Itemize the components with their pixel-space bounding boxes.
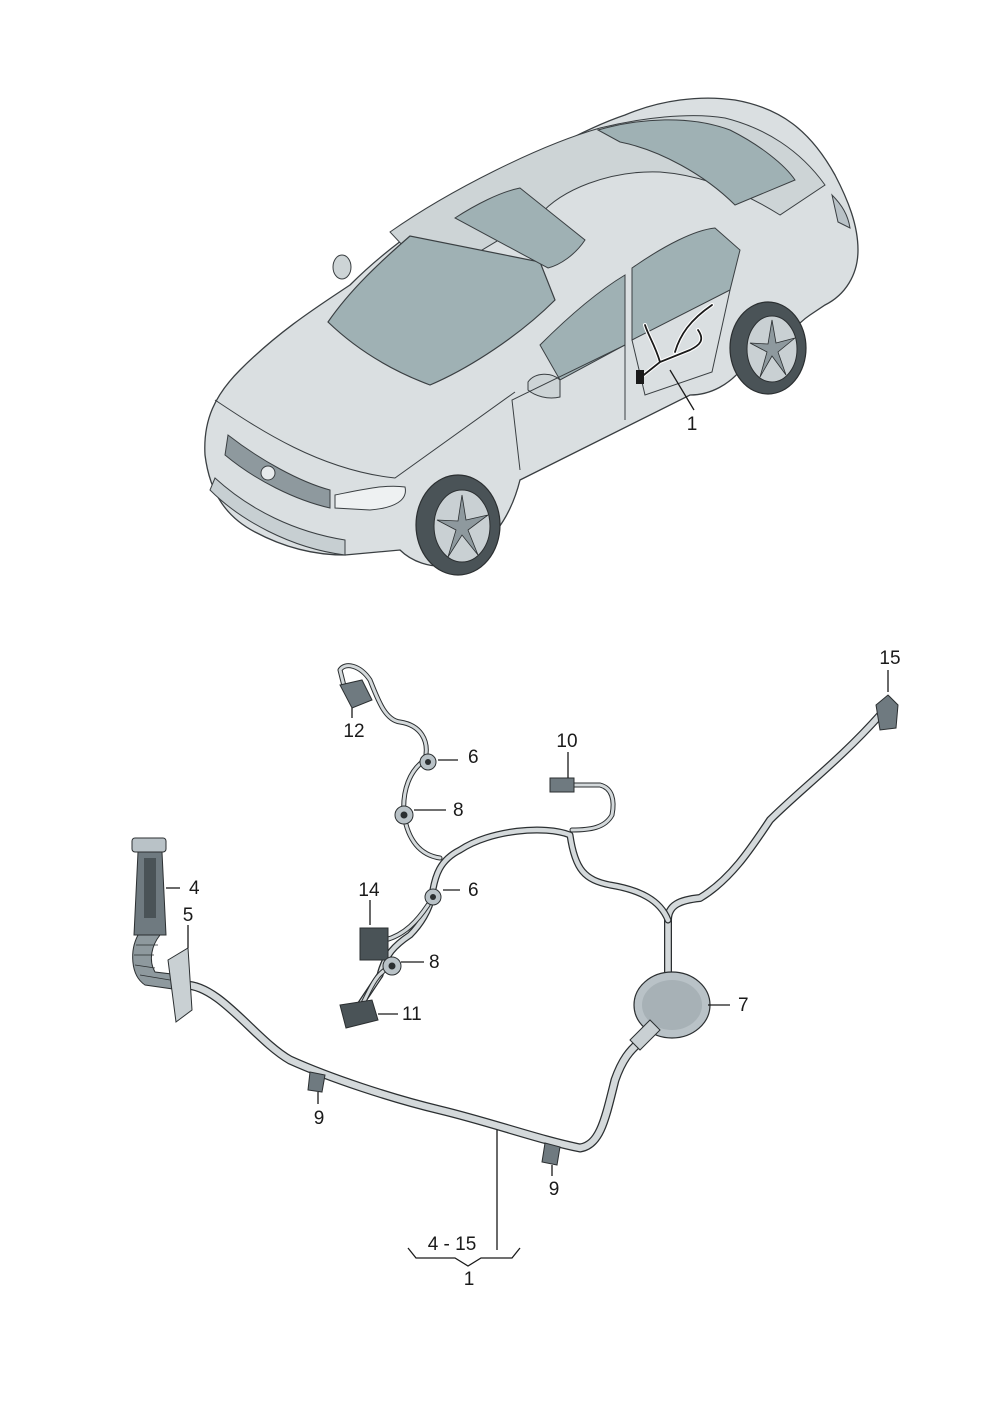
part-9-clip-right xyxy=(541,1142,561,1166)
branch-to-14 xyxy=(382,902,431,943)
part-11-connector xyxy=(339,999,379,1029)
callout-7: 7 xyxy=(738,995,749,1016)
callout-9-right: 9 xyxy=(549,1179,560,1200)
grille xyxy=(224,434,331,509)
front-side-window xyxy=(539,274,626,381)
callout-1-car: 1 xyxy=(687,414,698,435)
rear-window xyxy=(596,119,796,206)
part-9-clip-left xyxy=(307,1071,326,1093)
tail-light xyxy=(831,193,851,229)
callout-4: 4 xyxy=(189,878,200,899)
rear-wheel xyxy=(729,301,807,395)
branch-to-10 xyxy=(567,782,616,833)
callout-6-mid: 6 xyxy=(468,880,479,901)
branch-to-15 xyxy=(664,711,884,984)
callout-11: 11 xyxy=(402,1004,422,1025)
front-bumper xyxy=(209,477,346,556)
callout-1-bottom: 1 xyxy=(464,1269,475,1290)
headlight xyxy=(334,485,406,511)
part-10-connector xyxy=(549,777,575,793)
wiring-harness xyxy=(131,663,899,1166)
left-mirror xyxy=(332,254,352,280)
callout-8-mid: 8 xyxy=(429,952,440,973)
part-7-grommet-boot xyxy=(629,971,711,1051)
brand-emblem xyxy=(260,465,276,481)
callout-15: 15 xyxy=(879,648,900,669)
callout-5: 5 xyxy=(183,905,194,926)
callout-12: 12 xyxy=(343,721,364,742)
windshield xyxy=(327,235,556,386)
part-5-grommet-sleeve xyxy=(132,934,193,1023)
callout-6-top: 6 xyxy=(468,747,479,768)
part-12-connector xyxy=(339,679,373,709)
sunroof xyxy=(454,187,586,269)
callout-range: 4 - 15 xyxy=(428,1234,477,1255)
front-wheel xyxy=(415,474,501,576)
front-door-line xyxy=(511,344,626,471)
callout-14: 14 xyxy=(358,880,380,901)
callout-8-top: 8 xyxy=(453,800,464,821)
hood-line xyxy=(214,391,516,479)
door-harness-plug xyxy=(636,370,644,384)
part-15-connector xyxy=(875,694,899,731)
car-illustration: 1 xyxy=(204,97,859,576)
range-bracket xyxy=(407,1247,521,1267)
rear-side-window xyxy=(631,227,741,341)
callouts: 15 12 6 10 8 4 14 6 5 8 7 11 9 9 4 - 15 … xyxy=(166,648,901,1290)
branch-upper xyxy=(356,826,672,1009)
callout-9-left: 9 xyxy=(314,1108,325,1129)
part-4-connector-housing xyxy=(131,837,167,936)
car-body xyxy=(204,97,859,567)
part-14-connector xyxy=(359,927,389,961)
callout-10: 10 xyxy=(556,731,577,752)
main-trunk-wire xyxy=(180,980,645,1153)
